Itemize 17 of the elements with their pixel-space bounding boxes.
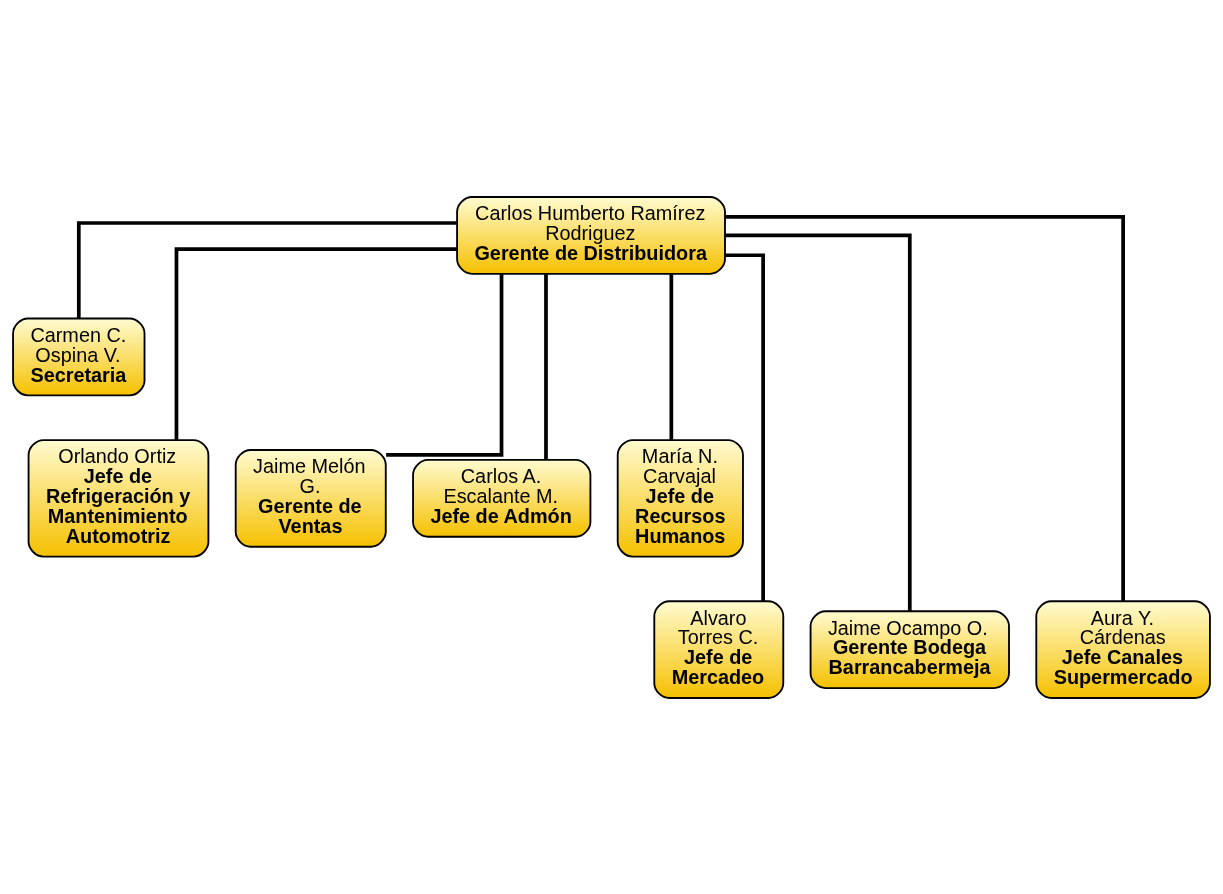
connector xyxy=(76,220,457,318)
connector xyxy=(174,246,457,440)
connector xyxy=(725,233,912,611)
connector xyxy=(386,273,504,457)
node-box: Carmen C. Ospina V. Secretaria xyxy=(12,317,146,396)
connector xyxy=(544,273,548,460)
node-box: Jaime Ocampo O. Gerente Bodega Barrancabermeja xyxy=(809,609,1010,689)
node-box: Alvaro Torres C. Jefe de Mercadeo xyxy=(653,599,785,699)
connector xyxy=(725,252,765,601)
node-box: Jaime Melón G. Gerente de Ventas xyxy=(234,448,387,548)
node-box: Orlando Ortiz Jefe de Refrigeración y Mantenimiento Automotriz xyxy=(27,438,210,558)
connector xyxy=(725,214,1125,601)
node-box: Aura Y. Cárdenas Jefe Canales Supermercado xyxy=(1035,599,1211,699)
node-box: Carlos Humberto Ramírez Rodriguez Gerente de Distribuidora xyxy=(456,195,726,275)
node-box: Carlos A. Escalante M. Jefe de Admón xyxy=(412,458,592,538)
node-box: María N. Carvajal Jefe de Recursos Humanos xyxy=(616,438,744,558)
connector xyxy=(669,273,674,440)
